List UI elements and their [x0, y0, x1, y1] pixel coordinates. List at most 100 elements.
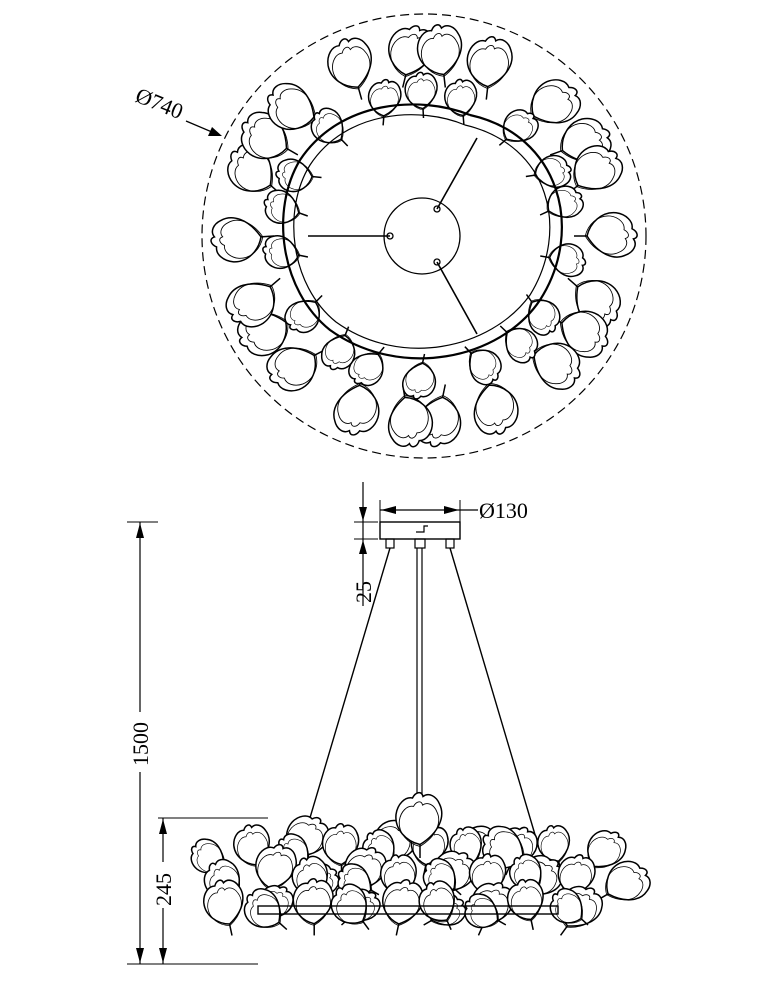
cable-top-1 [436, 137, 478, 210]
cable-top-3 [436, 261, 478, 335]
wreath-leaf [464, 346, 502, 386]
wreath-leaf [499, 325, 539, 364]
wreath-leaf-outline [574, 215, 629, 255]
dim-canopy-arrow-right [444, 506, 459, 514]
wreath-leaf-outline [248, 117, 299, 159]
wreath-leaf-outline [407, 78, 436, 119]
wreath-leaf [574, 212, 638, 258]
overall-height-label: 1500 [128, 722, 153, 766]
dim-245-label-gap [153, 862, 173, 908]
wreath-leaf [348, 346, 385, 387]
wreath-leaf [540, 243, 587, 278]
dim-1500-arrow-bottom [136, 948, 144, 963]
ring-leaf-outline [250, 894, 288, 930]
ring-leaf-outline [559, 861, 592, 906]
wreath-leaf-outline [337, 372, 377, 427]
wreath-leaf-outline [522, 343, 573, 385]
wreath-leaf [416, 24, 463, 88]
cable-left [303, 547, 391, 839]
ring-leaf [243, 888, 288, 931]
wreath-leaf-outline [390, 384, 429, 439]
ring-leaf [557, 854, 596, 906]
wreath-leaf [521, 342, 581, 390]
diameter-arrowhead [208, 127, 222, 136]
wreath-leaf [275, 158, 322, 193]
wreath-leaf [266, 82, 327, 131]
envelope-circle [201, 13, 647, 459]
wreath-leaf-outline [540, 245, 580, 274]
cable-holder-right [445, 538, 455, 549]
top-view: Ø740 [132, 13, 647, 459]
side-view: Ø130 25 1500 245 [127, 482, 651, 965]
wreath-leaf-outline [464, 346, 497, 380]
ring-leaf-outline [540, 831, 569, 871]
wreath-leaf-outline [325, 326, 355, 364]
wreath-leaf [466, 35, 513, 100]
ring-leaf-outline [286, 822, 324, 866]
wreath-leaf-outline [526, 294, 556, 330]
wreath-leaf-outline [370, 85, 399, 126]
canopy [379, 521, 461, 540]
wreath-leaf-outline [499, 114, 533, 146]
cable-holder-center [414, 538, 426, 549]
dim-canopy-arrow-left [381, 506, 396, 514]
wreath-leaf-outline [268, 238, 308, 267]
cable-holder-left [385, 538, 395, 549]
wreath-leaf-outline [405, 353, 435, 393]
ring-leaf [468, 853, 507, 906]
wreath-leaf [266, 347, 327, 392]
wreath-leaf-outline [525, 158, 565, 186]
wreath-leaf-outline [275, 88, 326, 129]
wreath-leaf-outline [420, 33, 460, 88]
wreath-leaf [320, 326, 356, 371]
wreath-leaf-outline [233, 277, 281, 321]
wreath-leaf [240, 111, 299, 160]
wreath-leaf-outline [274, 347, 327, 386]
leaf-wreath [210, 24, 638, 448]
wreath-leaf-outline [289, 295, 323, 328]
dim-1500-arrow-top [136, 523, 144, 538]
ring-leaf [292, 878, 334, 936]
ring-leaf [255, 843, 297, 901]
wreath-leaf-outline [550, 311, 601, 353]
wreath-leaf-outline [567, 152, 616, 195]
wreath-leaf [402, 353, 437, 400]
ring-leaf-outline [257, 851, 293, 901]
ring-leaf [395, 792, 443, 858]
ring-leaf-outline [237, 831, 269, 876]
frame-ring-inner [293, 114, 551, 349]
wreath-leaf-outline [316, 113, 348, 147]
ring-leaf-outline [398, 801, 440, 858]
canopy-height-label: 25 [351, 581, 376, 603]
ring-leaf-outline [555, 893, 589, 926]
wreath-leaf-outline [500, 325, 533, 358]
wreath-leaf [443, 78, 478, 125]
wreath-leaf-outline [475, 372, 514, 426]
ring-leaf [321, 823, 360, 876]
ring-leaf [549, 887, 589, 926]
ring-leaf-outline [471, 860, 504, 906]
ring-height-label: 245 [151, 873, 176, 906]
inner-frame [282, 103, 563, 360]
canopy-key-mark [416, 525, 428, 533]
ring-leaf-outline [295, 886, 331, 936]
ring-leaf-outline [336, 890, 370, 930]
wreath-leaf-outline [521, 85, 573, 124]
dim-25-arrow-top [359, 507, 367, 521]
canopy-disc [383, 197, 461, 275]
diameter-label: Ø740 [132, 82, 187, 123]
wreath-leaf [333, 372, 380, 436]
wreath-leaf [263, 189, 308, 224]
ring-leaf-outline [384, 861, 416, 906]
ring-leaf-outline [597, 866, 644, 901]
wreath-leaf-outline [447, 85, 476, 125]
ring-leaf [597, 860, 651, 901]
wreath-leaf-outline [469, 44, 509, 100]
dim-245-arrow-top [159, 819, 167, 834]
dim-1500-label-gap [130, 712, 150, 772]
ring-leaf-outline [510, 886, 542, 930]
wreath-leaf [327, 37, 372, 100]
wreath-leaf-outline [539, 189, 578, 218]
wreath-leaf [549, 310, 609, 358]
ring-frame-band [257, 905, 559, 915]
